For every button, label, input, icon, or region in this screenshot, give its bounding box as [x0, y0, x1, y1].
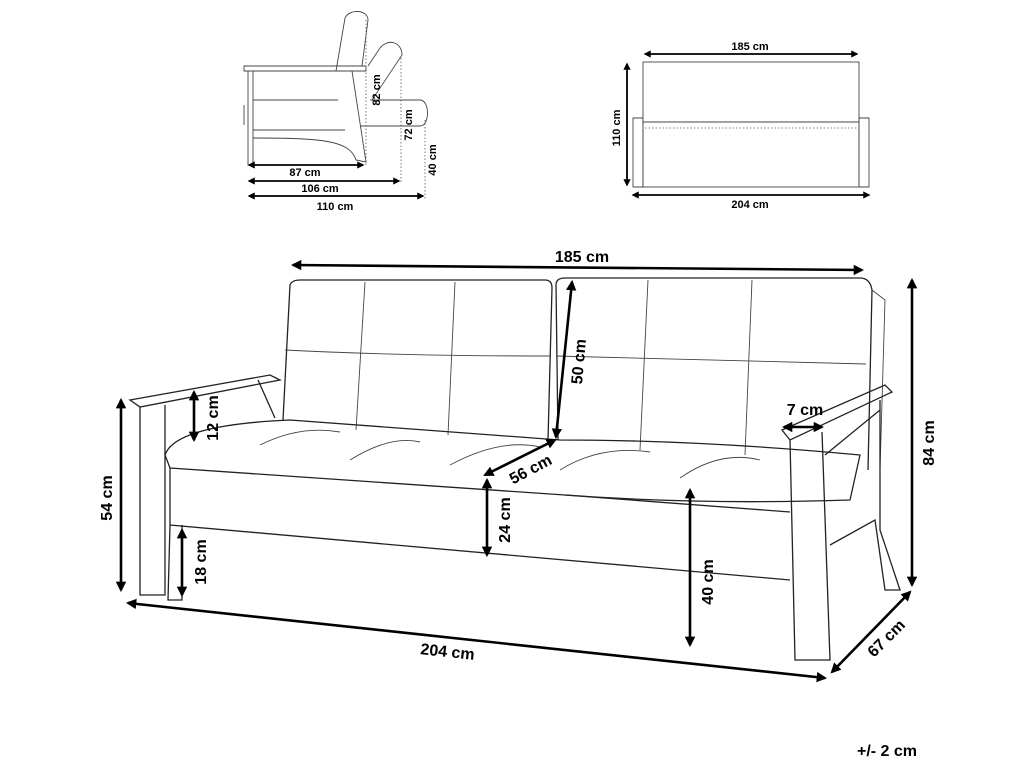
top-width-back-label: 185 cm	[731, 41, 769, 53]
total-height-label: 84 cm	[921, 420, 938, 465]
leg-height-label: 18 cm	[193, 539, 210, 584]
top-width-total-label: 204 cm	[731, 199, 769, 211]
top-view: 185 cm 110 cm 204 cm	[611, 41, 871, 211]
armrest-gap-label: 12 cm	[205, 395, 222, 440]
seat-thickness-label: 24 cm	[497, 497, 514, 542]
side-depth-seat-label: 87 cm	[289, 167, 320, 179]
side-height-recline-label: 72 cm	[403, 109, 415, 140]
side-height-flat-label: 40 cm	[427, 144, 439, 175]
arm-width-label: 7 cm	[787, 402, 823, 419]
seat-depth-label: 56 cm	[507, 452, 555, 488]
total-depth-label: 67 cm	[865, 617, 909, 661]
side-height-back-label: 82 cm	[371, 74, 383, 105]
sofa-main-view: 185 cm 50 cm 12 cm 54 cm 7 cm 84 cm 56 c…	[99, 249, 938, 683]
arm-height-label: 54 cm	[99, 475, 116, 520]
seat-height-label: 40 cm	[700, 559, 717, 604]
main-width-back-label: 185 cm	[555, 249, 609, 266]
side-depth-flat-label: 110 cm	[317, 201, 354, 213]
back-height-label: 50 cm	[569, 338, 590, 385]
top-depth-label: 110 cm	[611, 109, 623, 146]
total-width-label: 204 cm	[420, 641, 476, 664]
side-view: 87 cm 106 cm 110 cm 82 cm 72 cm 40 cm	[243, 11, 439, 213]
side-depth-recline-label: 106 cm	[301, 183, 339, 195]
tolerance-note: +/- 2 cm	[857, 743, 917, 760]
